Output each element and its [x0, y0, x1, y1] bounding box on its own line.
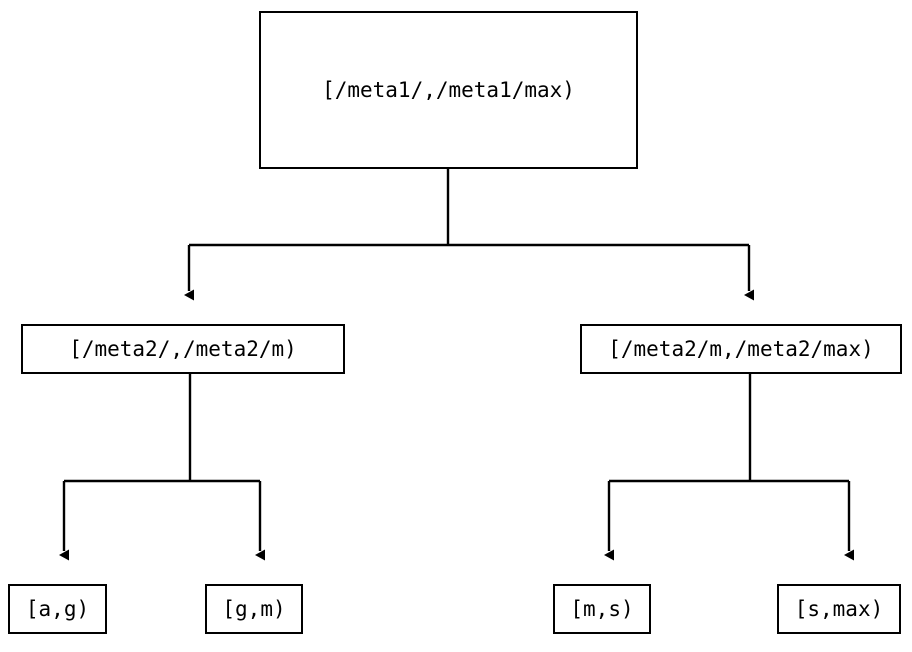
node-leaf-s-max[interactable]: [s,max) [777, 584, 901, 634]
node-leaf-g-m-label: [g,m) [222, 596, 286, 621]
node-mid-left-label: [/meta2/,/meta2/m) [69, 336, 297, 361]
node-mid-left[interactable]: [/meta2/,/meta2/m) [21, 324, 345, 374]
node-leaf-m-s-label: [m,s) [570, 596, 634, 621]
node-mid-right[interactable]: [/meta2/m,/meta2/max) [580, 324, 902, 374]
node-root-label: [/meta1/,/meta1/max) [322, 77, 575, 102]
node-leaf-a-g[interactable]: [a,g) [8, 584, 107, 634]
node-leaf-s-max-label: [s,max) [794, 596, 884, 621]
node-leaf-g-m[interactable]: [g,m) [205, 584, 303, 634]
node-root[interactable]: [/meta1/,/meta1/max) [259, 11, 638, 169]
node-mid-right-label: [/meta2/m,/meta2/max) [608, 336, 874, 361]
node-leaf-m-s[interactable]: [m,s) [553, 584, 651, 634]
node-leaf-a-g-label: [a,g) [25, 596, 90, 621]
